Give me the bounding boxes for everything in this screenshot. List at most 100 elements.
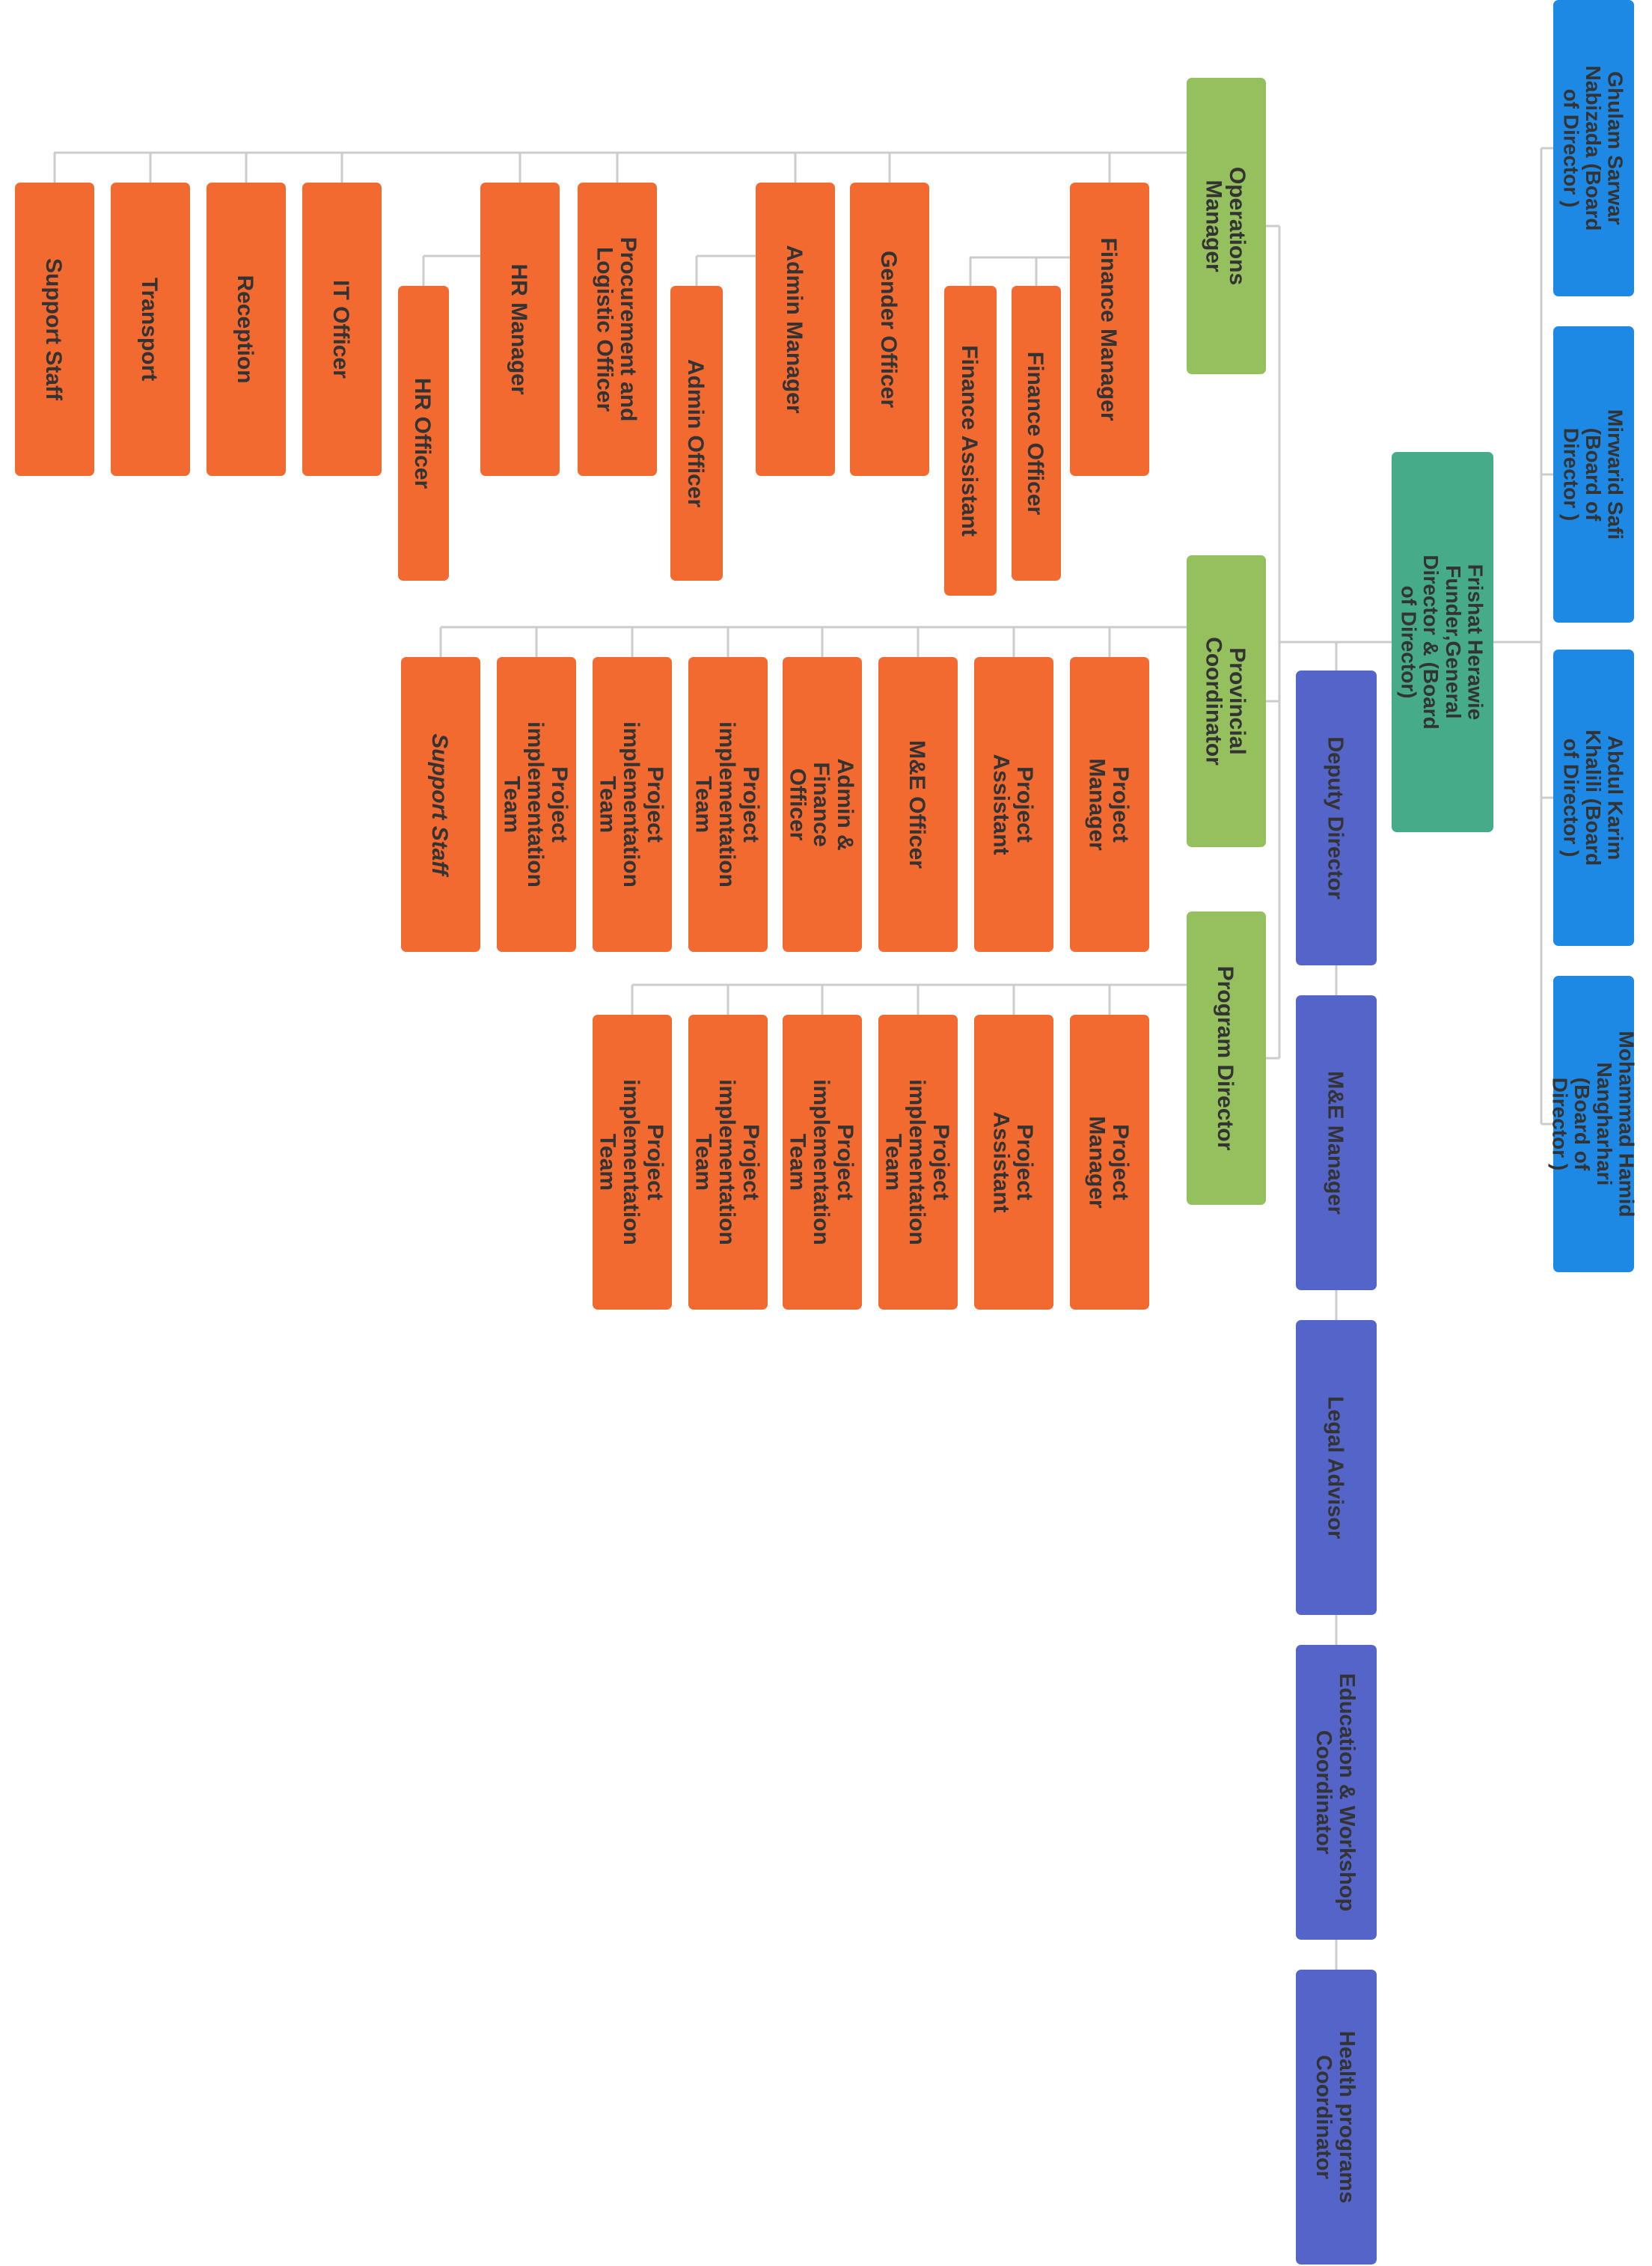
provincial-staff-5-box [688,657,768,952]
operations-staff-8-label: Transport [137,278,162,381]
program-staff-1-box [1070,1015,1149,1310]
operations-sub-3: Admin Officer [670,286,723,581]
program-staff-1: ProjectManager [1070,1015,1149,1310]
manager-1: OperationsManager [1187,78,1266,374]
board-member-4: Mohammad HamidNangharhari(Board ofDirect… [1548,976,1638,1272]
operations-staff-4-label: Procurement andLogistic Officer [592,237,640,422]
provincial-staff-8: Support Staff [401,657,480,952]
operations-sub-1-box [1012,286,1061,581]
operations-sub-2-label: Finance Assistant [957,345,982,537]
operations-staff-5: HR Manager [480,183,560,476]
founder-general-director-label: Frishat HerawieFunder,GeneralDirector & … [1397,555,1487,729]
board-member-2-box [1553,326,1634,623]
provincial-staff-5: ProjectimplementationTeam [688,657,768,952]
operations-staff-9-label: Support Staff [41,258,66,401]
senior-2-label: M&E Manager [1324,1071,1347,1215]
senior-1-label: Deputy Director [1324,736,1347,900]
provincial-staff-5-label: ProjectimplementationTeam [691,721,763,888]
provincial-staff-7-label: ProjectimplementationTeam [499,721,572,888]
provincial-staff-6-box [593,657,672,952]
program-staff-5-label: ProjectimplementationTeam [691,1079,763,1245]
operations-staff-3: Admin Manager [756,183,835,476]
manager-2-label: ProvincialCoordinator [1201,637,1249,766]
operations-staff-2-box [850,183,929,476]
senior-2: M&E Manager [1296,995,1377,1290]
program-staff-6-label: ProjectimplementationTeam [595,1079,667,1245]
program-staff-6-box [593,1015,672,1310]
provincial-staff-4: Admin &FinanceOfficer [783,657,862,952]
operations-staff-6-box [302,183,382,476]
manager-2: ProvincialCoordinator [1187,555,1266,847]
provincial-staff-2-box [974,657,1053,952]
program-staff-2-box [974,1015,1053,1310]
operations-staff-8: Transport [111,183,190,476]
provincial-staff-1-label: ProjectManager [1084,758,1133,851]
operations-sub-3-label: Admin Officer [683,359,708,508]
operations-sub-2-box [944,286,997,596]
program-staff-3-box [878,1015,958,1310]
senior-1-box [1296,671,1377,965]
senior-4-label: Education & WorkshopCoordinator [1312,1673,1359,1911]
provincial-staff-6-label: ProjectimplementationTeam [595,721,667,888]
senior-3: Legal Advisor [1296,1320,1377,1615]
program-staff-5-box [688,1015,768,1310]
program-staff-3-label: ProjectimplementationTeam [881,1079,953,1245]
program-staff-4: ProjectimplementationTeam [783,1015,862,1310]
board-member-2: Mirwarid Safi(Board ofDirector ) [1553,326,1634,623]
operations-staff-7-label: Reception [233,275,257,383]
board-member-1-label: Ghulam SarwarNabizada (Boardof Director … [1559,66,1627,231]
operations-sub-4: HR Officer [398,286,449,581]
operations-staff-3-label: Admin Manager [782,245,807,413]
operations-sub-3-box [670,286,723,581]
founder-general-director: Frishat HerawieFunder,GeneralDirector & … [1392,452,1493,832]
board-member-3: Abdul KarimKhalili (Boardof Director ) [1553,650,1634,946]
program-staff-2: ProjectAssistant [974,1015,1053,1310]
board-member-4-label: Mohammad HamidNangharhari(Board ofDirect… [1548,1031,1638,1218]
operations-staff-6-label: IT Officer [328,280,353,379]
board-member-3-label: Abdul KarimKhalili (Boardof Director ) [1559,730,1627,866]
provincial-staff-1: ProjectManager [1070,657,1149,952]
operations-staff-1-box [1070,183,1149,476]
operations-staff-8-box [111,183,190,476]
provincial-staff-3-label: M&E Officer [905,740,929,869]
program-staff-4-box [783,1015,862,1310]
operations-staff-2-label: Gender Officer [876,251,901,408]
provincial-staff-7-box [497,657,576,952]
senior-3-box [1296,1320,1377,1615]
manager-3: Program Director [1187,911,1266,1205]
operations-sub-4-label: HR Officer [410,378,435,489]
org-nodes: Ghulam SarwarNabizada (Boardof Director … [15,0,1638,2265]
provincial-staff-8-box [401,657,480,952]
founder-general-director-box [1392,452,1493,832]
provincial-staff-4-label: Admin &FinanceOfficer [785,758,857,850]
provincial-staff-1-box [1070,657,1149,952]
operations-staff-9-box [15,183,94,476]
program-staff-1-label: ProjectManager [1084,1116,1133,1209]
provincial-staff-6: ProjectimplementationTeam [593,657,672,952]
operations-staff-5-label: HR Manager [507,263,531,394]
operations-staff-1: Finance Manager [1070,183,1149,476]
operations-sub-1-label: Finance Officer [1023,352,1047,516]
provincial-staff-2: ProjectAssistant [974,657,1053,952]
senior-4-box [1296,1645,1377,1940]
senior-5: Health programsCoordinator [1296,1970,1377,2265]
operations-staff-2: Gender Officer [850,183,929,476]
operations-sub-4-box [398,286,449,581]
senior-2-box [1296,995,1377,1290]
operations-staff-4-box [578,183,657,476]
manager-2-box [1187,555,1266,847]
program-staff-6: ProjectimplementationTeam [593,1015,672,1310]
board-member-1: Ghulam SarwarNabizada (Boardof Director … [1553,0,1634,296]
provincial-staff-3-box [878,657,958,952]
provincial-staff-2-label: ProjectAssistant [988,754,1037,855]
board-member-2-label: Mirwarid Safi(Board ofDirector ) [1559,409,1627,540]
operations-staff-4: Procurement andLogistic Officer [578,183,657,476]
operations-staff-5-box [480,183,560,476]
operations-staff-6: IT Officer [302,183,382,476]
provincial-staff-3: M&E Officer [878,657,958,952]
board-member-4-box [1553,976,1634,1272]
manager-1-label: OperationsManager [1201,167,1249,285]
operations-sub-1: Finance Officer [1012,286,1061,581]
operations-staff-9: Support Staff [15,183,94,476]
